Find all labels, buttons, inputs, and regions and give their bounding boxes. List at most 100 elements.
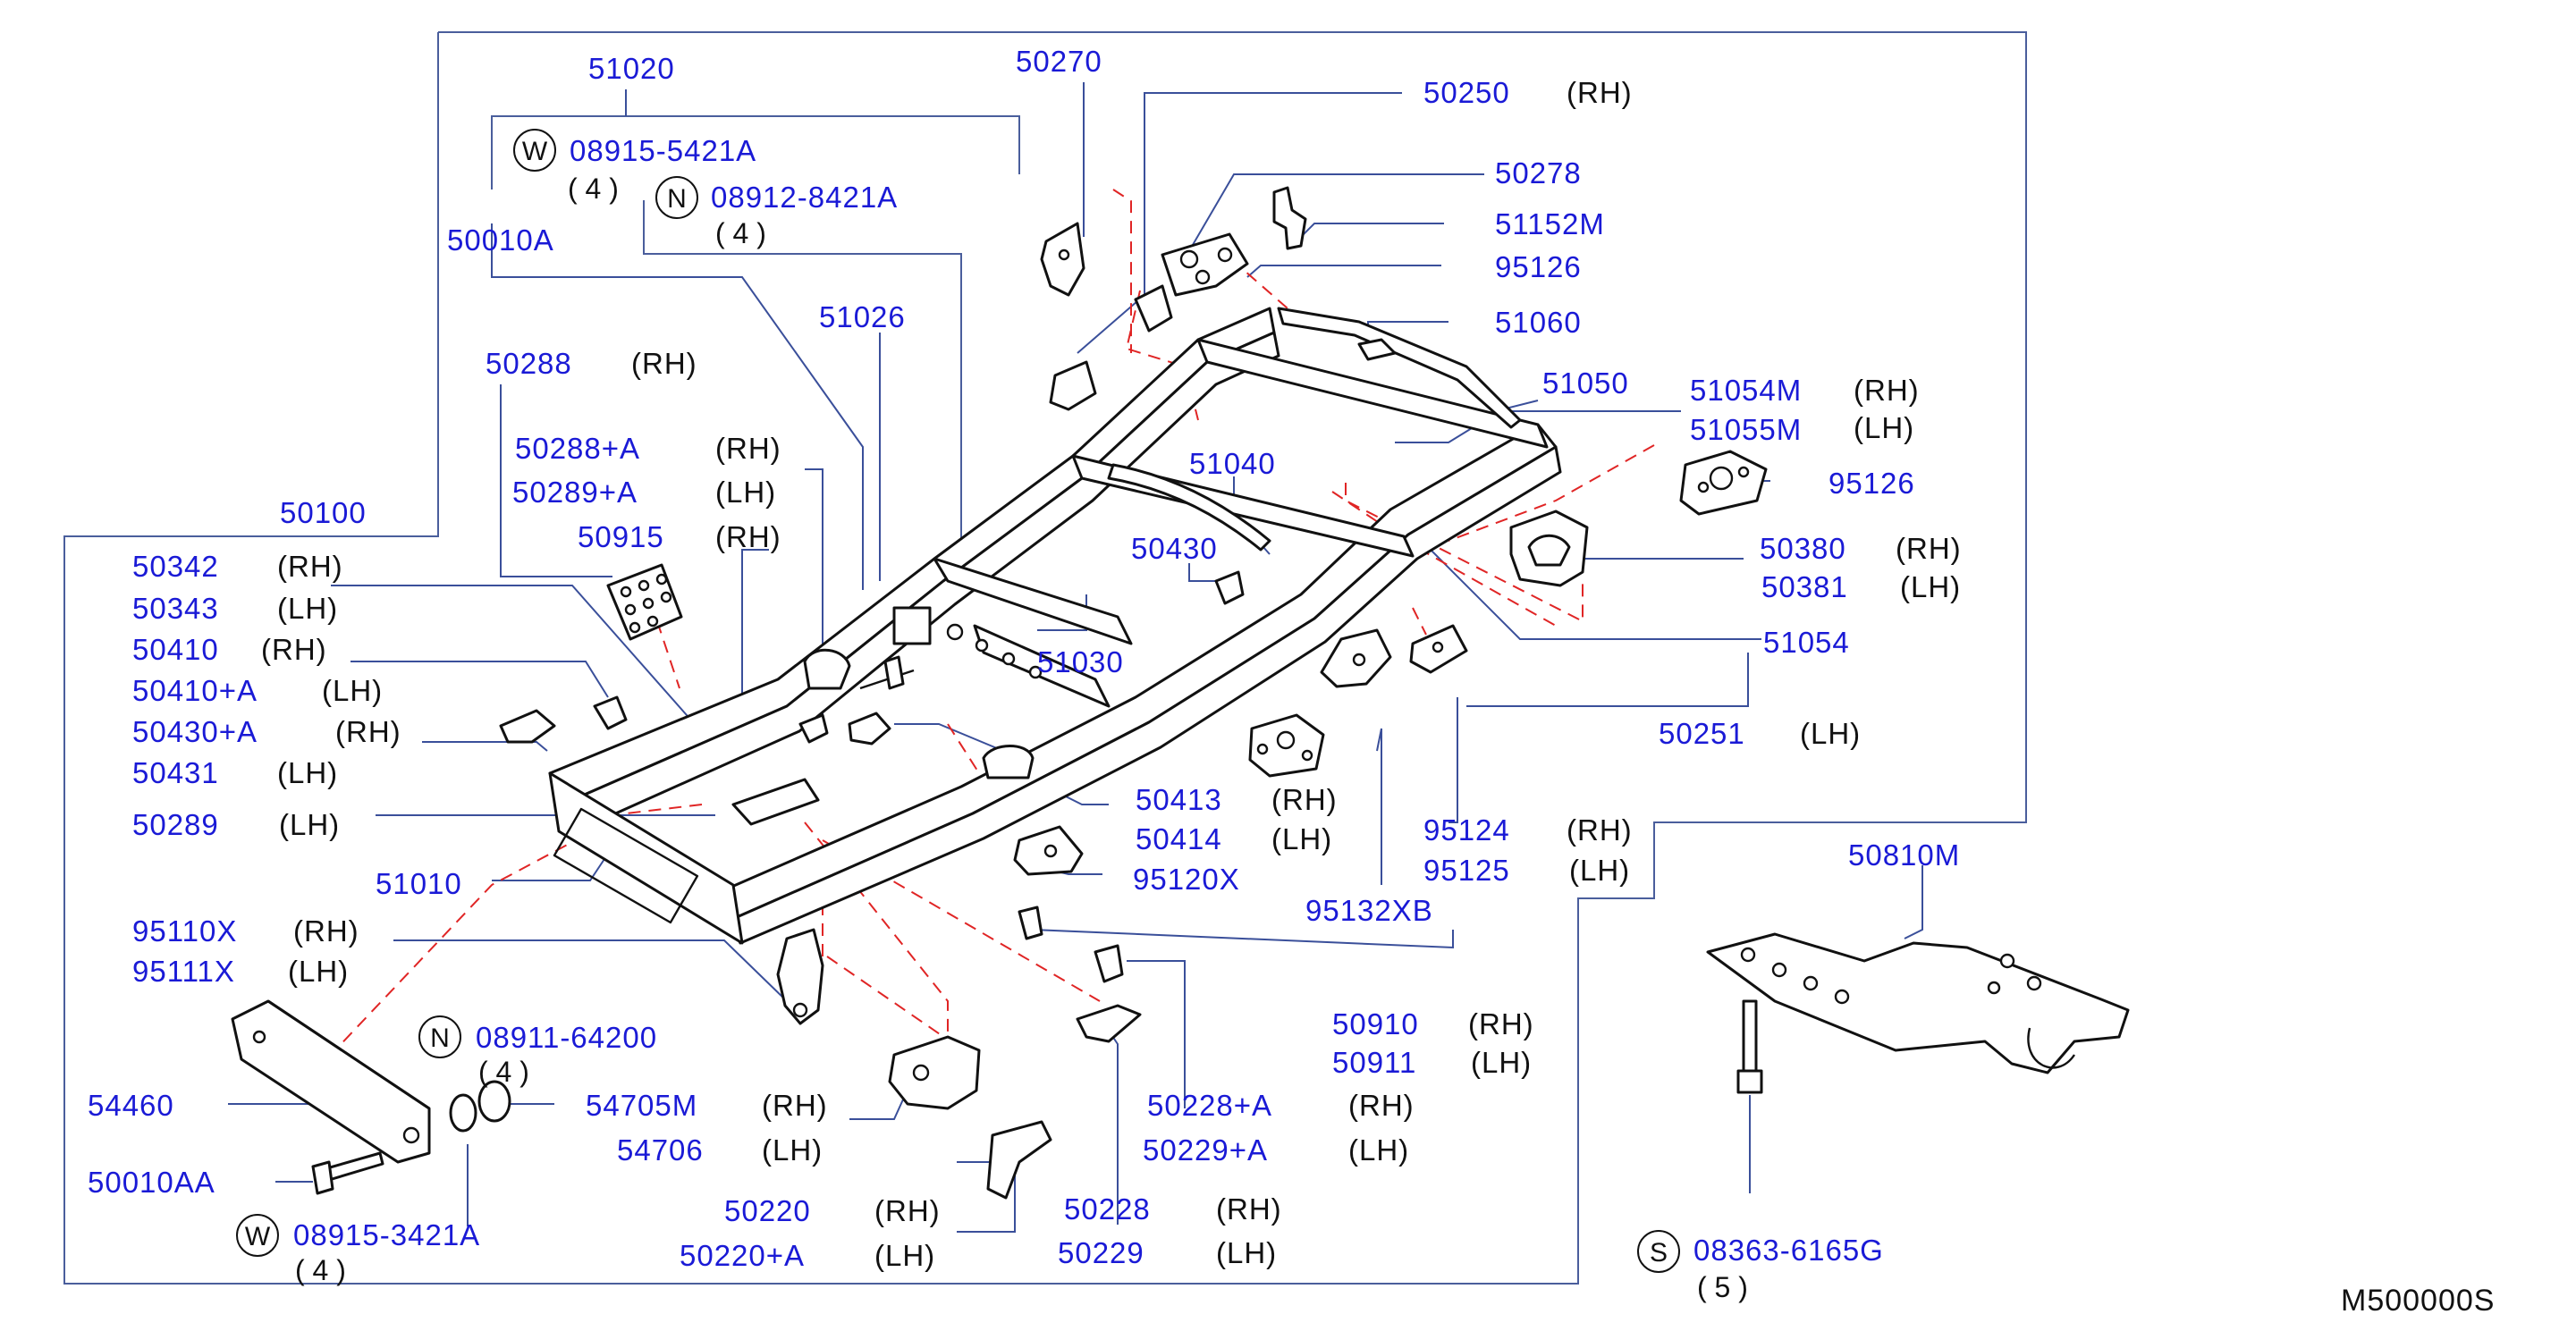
label-95132XB[interactable]: 95132XB (1305, 894, 1433, 927)
side-50289A: (LH) (715, 476, 776, 509)
side-50229: (LH) (1216, 1236, 1277, 1269)
label-50100[interactable]: 50100 (280, 496, 367, 529)
group-boundary-frame (63, 31, 2027, 1285)
label-50381[interactable]: 50381 (1761, 570, 1848, 603)
label-51054[interactable]: 51054 (1763, 626, 1850, 659)
label-51010[interactable]: 51010 (376, 867, 462, 900)
label-50229[interactable]: 50229 (1058, 1236, 1144, 1269)
label-51026[interactable]: 51026 (819, 300, 906, 333)
side-50911: (LH) (1471, 1046, 1532, 1079)
nut-badge (655, 176, 698, 219)
label-50288[interactable]: 50288 (486, 347, 572, 380)
label-50343[interactable]: 50343 (132, 592, 219, 625)
mount-95126-right (1679, 450, 1768, 516)
shackle-bracket-50250 (1049, 360, 1097, 411)
label-50250[interactable]: 50250 (1423, 76, 1510, 109)
label-95120X[interactable]: 95120X (1133, 863, 1240, 896)
diagram-reference-code: M500000S (2341, 1284, 2495, 1318)
label-50278[interactable]: 50278 (1495, 156, 1582, 190)
label-51054M[interactable]: 51054M (1690, 374, 1802, 407)
label-50911[interactable]: 50911 (1332, 1046, 1416, 1079)
side-50229A: (LH) (1348, 1133, 1409, 1167)
label-50430[interactable]: 50430 (1131, 532, 1218, 565)
label-51030[interactable]: 51030 (1037, 645, 1124, 678)
label-50228A[interactable]: 50228+A (1147, 1089, 1272, 1122)
label-95126-right[interactable]: 95126 (1829, 467, 1915, 500)
label-50414[interactable]: 50414 (1136, 822, 1222, 855)
label-50270[interactable]: 50270 (1016, 45, 1102, 78)
washer-badge (513, 129, 556, 172)
label-50910[interactable]: 50910 (1332, 1007, 1419, 1040)
skid-plate-50810M (1706, 932, 2130, 1074)
bracket-50414 (1013, 825, 1084, 876)
bracket-51152M (1272, 186, 1307, 250)
label-50228[interactable]: 50228 (1064, 1192, 1151, 1226)
label-50010AA[interactable]: 50010AA (88, 1166, 215, 1199)
label-50229A[interactable]: 50229+A (1143, 1133, 1268, 1167)
label-08915-5421A[interactable]: 08915-5421A (570, 134, 756, 167)
label-54705M[interactable]: 54705M (586, 1089, 697, 1122)
label-50810M[interactable]: 50810M (1848, 838, 1960, 872)
label-95126-top[interactable]: 95126 (1495, 250, 1582, 283)
label-08911-64200[interactable]: 08911-64200 (476, 1021, 657, 1054)
label-54706[interactable]: 54706 (617, 1133, 704, 1167)
label-51060[interactable]: 51060 (1495, 306, 1582, 339)
side-50289: (LH) (279, 808, 340, 841)
side-51055M: (LH) (1854, 411, 1914, 444)
label-95125[interactable]: 95125 (1423, 854, 1510, 887)
bracket-50289 (731, 778, 820, 826)
label-95124[interactable]: 95124 (1423, 813, 1510, 847)
side-50380: (RH) (1896, 532, 1962, 565)
side-50410: (RH) (261, 633, 327, 666)
label-50220[interactable]: 50220 (724, 1194, 811, 1227)
qty-08915-3421A: ( 4 ) (295, 1254, 346, 1286)
label-54460[interactable]: 54460 (88, 1089, 174, 1122)
label-50220A[interactable]: 50220+A (680, 1239, 805, 1272)
mount-95124 (1248, 713, 1325, 778)
label-50289[interactable]: 50289 (132, 808, 219, 841)
label-50289A[interactable]: 50289+A (512, 476, 638, 509)
side-50414: (LH) (1271, 822, 1332, 855)
label-51050[interactable]: 51050 (1542, 366, 1629, 400)
bolt-51026 (859, 655, 915, 690)
label-08363-6165G[interactable]: 08363-6165G (1693, 1234, 1884, 1267)
label-50342[interactable]: 50342 (132, 550, 219, 583)
label-95110X[interactable]: 95110X (132, 914, 237, 948)
badge-n-top: N (667, 184, 687, 214)
label-50431[interactable]: 50431 (132, 756, 219, 789)
label-50288A[interactable]: 50288+A (515, 432, 640, 465)
label-50380[interactable]: 50380 (1760, 532, 1846, 565)
label-51020[interactable]: 51020 (588, 52, 675, 85)
bracket-95110X (776, 928, 824, 1025)
side-50250: (RH) (1567, 76, 1633, 109)
side-50288: (RH) (631, 347, 697, 380)
label-50413[interactable]: 50413 (1136, 783, 1222, 816)
label-08915-3421A[interactable]: 08915-3421A (293, 1218, 480, 1251)
label-50430A[interactable]: 50430+A (132, 715, 258, 748)
label-51152M[interactable]: 51152M (1495, 207, 1605, 240)
side-54705M: (RH) (762, 1089, 828, 1122)
screw-badge (1637, 1230, 1680, 1273)
qty-08363-6165G: ( 5 ) (1697, 1271, 1748, 1303)
label-95111X[interactable]: 95111X (132, 955, 235, 988)
badge-w-lower: W (245, 1222, 271, 1251)
bracket-50251 (1320, 628, 1392, 688)
label-51055M[interactable]: 51055M (1690, 413, 1802, 446)
bracket-50228 (1076, 1004, 1142, 1043)
label-50410A[interactable]: 50410+A (132, 674, 258, 707)
side-50381: (LH) (1900, 570, 1961, 603)
label-08912-8421A[interactable]: 08912-8421A (711, 181, 898, 214)
bracket-54705M (888, 1035, 981, 1110)
label-50915[interactable]: 50915 (578, 520, 664, 553)
qty-08912-8421A: ( 4 ) (715, 217, 766, 249)
label-50251[interactable]: 50251 (1659, 717, 1745, 750)
bracket-51054 (1409, 624, 1468, 674)
bracket-50220 (986, 1120, 1052, 1200)
side-95125: (LH) (1569, 854, 1630, 887)
label-50010A[interactable]: 50010A (447, 223, 554, 257)
side-50342: (RH) (277, 550, 343, 583)
label-50410[interactable]: 50410 (132, 633, 219, 666)
label-51040[interactable]: 51040 (1189, 447, 1276, 480)
